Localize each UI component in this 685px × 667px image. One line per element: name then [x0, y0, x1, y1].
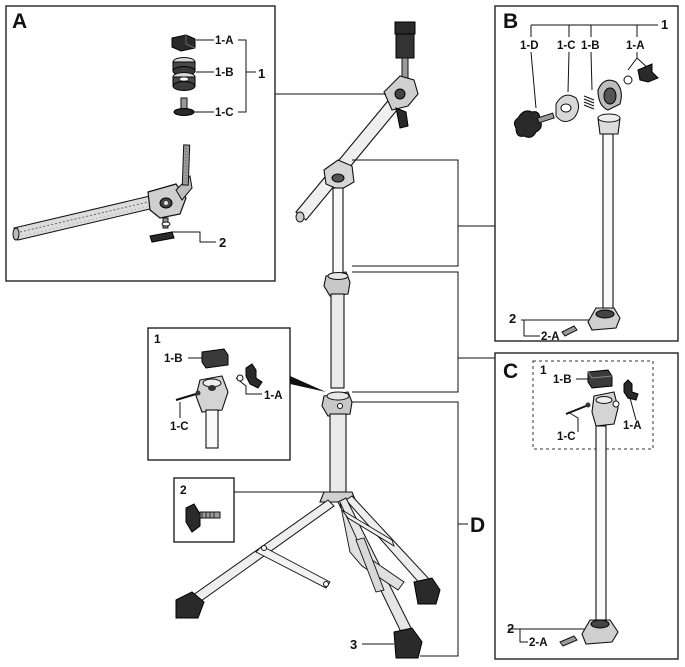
panel-c: C 1 1-B 1-C 1-A 2 2-A — [494, 352, 679, 660]
boom-arm-detail — [12, 144, 193, 241]
label-a-1: 1 — [258, 66, 265, 81]
main-cymbal-felts — [395, 33, 415, 59]
label-b-1c: 1-C — [557, 40, 576, 52]
label-b-2a: 2-A — [541, 331, 560, 343]
label-c-1a: 1-A — [623, 420, 642, 432]
label-c-1b: 1-B — [553, 374, 572, 386]
main-middle-clamp — [323, 271, 351, 297]
panel-b: B 1 1-D 1-C 1-B 1-A 2 2-A — [494, 5, 679, 343]
label-c-1: 1 — [540, 363, 547, 377]
part-c-bottom-clamp — [559, 619, 619, 647]
part-1b-spring — [583, 95, 595, 110]
inset-2: 2 — [173, 477, 235, 543]
label-inset-1b: 1-B — [164, 353, 183, 365]
main-lower-clamp — [321, 391, 353, 417]
part-1c-clamp — [555, 94, 580, 122]
label-b-1d: 1-D — [520, 40, 539, 52]
main-foot-left — [175, 591, 205, 619]
part-1d-knob — [513, 110, 555, 138]
panel-c-detail-box — [532, 360, 654, 450]
part-1a-screw — [623, 63, 659, 85]
label-a-1a: 1-A — [215, 35, 234, 47]
label-inset-1c: 1-C — [170, 421, 189, 433]
inset-1-cap — [201, 348, 229, 369]
label-b-1: 1 — [661, 17, 668, 32]
label-inset-1a: 1-A — [264, 390, 283, 402]
main-boom-clamp — [323, 159, 355, 191]
label-inset-2: 2 — [180, 483, 187, 497]
label-c-2a: 2-A — [529, 637, 548, 649]
panel-b-letter: B — [503, 10, 518, 33]
panel-c-letter: C — [503, 360, 518, 383]
label-b-2: 2 — [509, 311, 516, 326]
part-c-1a-wing — [623, 379, 639, 401]
label-a-2: 2 — [219, 235, 226, 250]
tube-b — [602, 133, 614, 313]
main-foot-front — [393, 627, 423, 659]
part-c-leader-lines — [508, 378, 637, 643]
main-stand — [175, 21, 441, 659]
panel-d-letter: D — [470, 514, 485, 537]
label-c-2: 2 — [507, 621, 514, 636]
label-main-3: 3 — [350, 637, 357, 652]
tube-c — [595, 425, 607, 621]
part-c-1c-screw — [565, 402, 591, 415]
panel-a-letter: A — [12, 10, 27, 33]
inset-1: 1 1-B 1-A 1-C — [147, 327, 291, 461]
main-tilter — [383, 75, 419, 129]
part-b-bottom-clamp — [561, 307, 621, 337]
main-lower-tube — [329, 413, 347, 495]
label-b-1a: 1-A — [626, 40, 645, 52]
main-middle-tube — [330, 293, 345, 389]
main-upper-tube — [332, 187, 344, 275]
callout-lines — [234, 93, 495, 657]
main-boom-arm — [295, 95, 403, 221]
part-c-1b-cap — [587, 369, 613, 389]
part-c-head — [591, 391, 620, 427]
part-1a-knob — [171, 34, 196, 52]
inset-2-wingbolt — [185, 503, 221, 533]
label-inset-1: 1 — [154, 332, 161, 346]
main-foot-right — [413, 577, 441, 605]
label-b-1b: 1-B — [581, 40, 600, 52]
inset-1-tube — [205, 409, 219, 449]
inset-1-wing — [236, 363, 263, 389]
part-1b-felts — [172, 57, 196, 91]
label-c-1c: 1-C — [557, 431, 576, 443]
inset-1-screw — [175, 390, 201, 401]
part-1c-sleeve — [173, 97, 195, 116]
main-cymbal-knob — [394, 21, 416, 35]
part-2-wingbolt — [149, 217, 175, 243]
panel-a: A 1-A 1-B 1-C 1 — [5, 5, 276, 282]
inset-1-head — [195, 375, 229, 413]
label-a-1c: 1-C — [215, 107, 234, 119]
label-a-1b: 1-B — [215, 67, 234, 79]
part-a-leader-lines — [172, 39, 256, 243]
main-tripod-legs — [185, 495, 431, 635]
part-b-head — [597, 79, 622, 135]
